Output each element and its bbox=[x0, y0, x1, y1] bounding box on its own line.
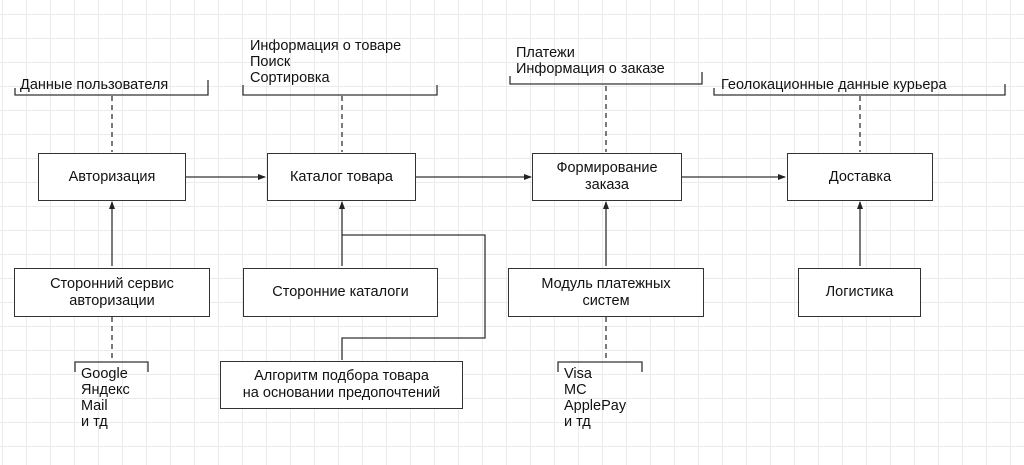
annotation-payment-providers: Visa MC ApplePay и тд bbox=[564, 366, 627, 430]
box-authorization[interactable]: Авторизация bbox=[38, 153, 186, 201]
box-payment-module[interactable]: Модуль платежных систем bbox=[508, 268, 704, 317]
box-third-party-auth[interactable]: Сторонний сервис авторизации bbox=[14, 268, 210, 317]
bracket-auth-providers bbox=[74, 361, 149, 372]
annotation-catalog-data: Информация о товаре Поиск Сортировка bbox=[250, 38, 402, 86]
box-third-party-catalogs[interactable]: Сторонние каталоги bbox=[243, 268, 438, 317]
bracket-delivery-data bbox=[713, 84, 1006, 96]
bracket-order-data bbox=[509, 72, 703, 85]
annotation-user-data: Данные пользователя bbox=[20, 77, 169, 93]
bracket-auth-data bbox=[14, 80, 209, 96]
bracket-catalog-data bbox=[242, 85, 438, 96]
box-logistics[interactable]: Логистика bbox=[798, 268, 921, 317]
box-delivery[interactable]: Доставка bbox=[787, 153, 933, 201]
annotation-auth-providers: Google Яндекс Mail и тд bbox=[81, 366, 130, 430]
box-product-catalog[interactable]: Каталог товара bbox=[267, 153, 416, 201]
annotation-order-data: Платежи Информация о заказе bbox=[516, 45, 665, 77]
annotation-courier-geolocation: Геолокационные данные курьера bbox=[721, 77, 947, 93]
bracket-payment-providers bbox=[557, 361, 643, 372]
box-recommendation-algorithm[interactable]: Алгоритм подбора товара на основании пре… bbox=[220, 361, 463, 409]
box-order-formation[interactable]: Формирование заказа bbox=[532, 153, 682, 201]
connector-recommendation-to-catalog bbox=[341, 234, 486, 360]
